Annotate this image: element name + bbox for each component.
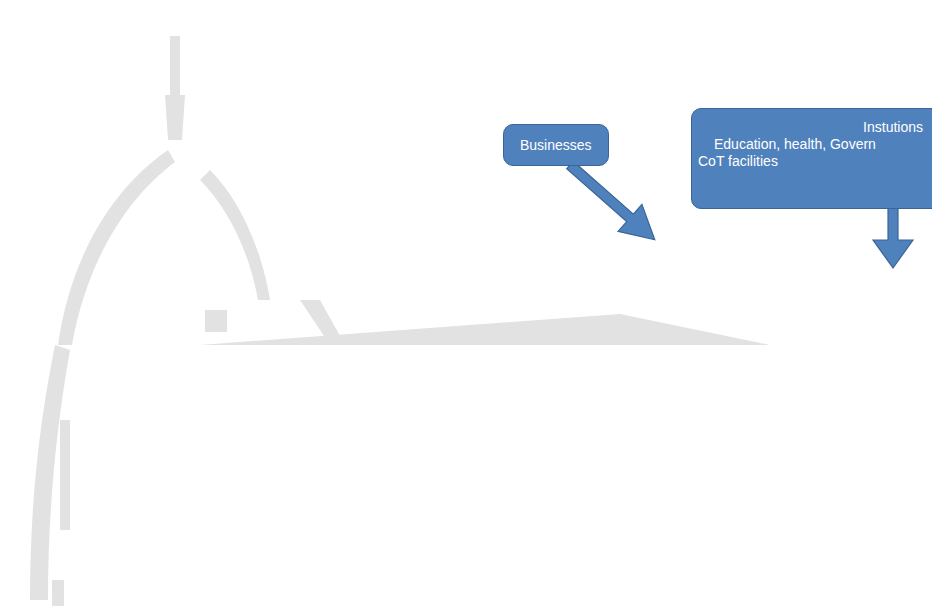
dome-outline xyxy=(58,150,175,345)
box-text: Education, health, Govern xyxy=(698,136,923,153)
callout-box: Businesses xyxy=(503,124,609,166)
column xyxy=(52,580,64,606)
callout-arrow xyxy=(558,151,667,253)
column xyxy=(60,420,70,530)
dome-lantern xyxy=(165,95,185,140)
box-text: CoT facilities xyxy=(698,153,923,170)
callout-box: InstutionsEducation, health, GovernCoT f… xyxy=(691,108,932,209)
drum-outline xyxy=(30,345,70,600)
dome-rib xyxy=(200,170,270,300)
dome-spire xyxy=(170,36,180,96)
box-text: Businesses xyxy=(520,137,594,154)
box-text: Instutions xyxy=(698,119,923,136)
window xyxy=(205,310,227,332)
pediment xyxy=(200,314,770,345)
callout-arrow xyxy=(873,208,913,268)
pediment-detail xyxy=(300,300,345,345)
